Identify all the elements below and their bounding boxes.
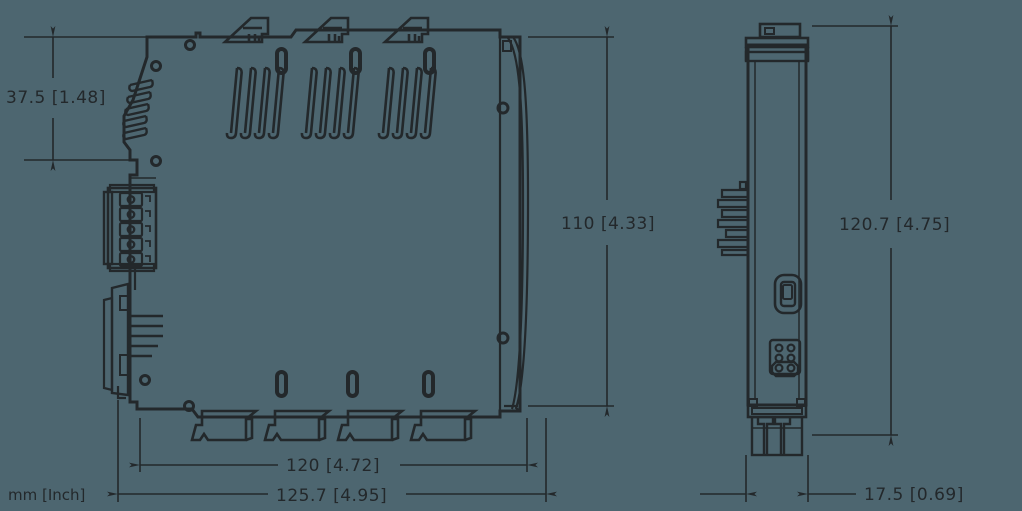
side-bottom-connector — [750, 415, 804, 457]
front-left-fins — [122, 78, 154, 141]
front-top-terminals — [221, 16, 430, 44]
side-top-cap — [744, 22, 810, 63]
front-bottom-terminals — [190, 409, 479, 442]
dim-label-side-width: 17.5 [0.69] — [864, 485, 964, 505]
front-din-clip — [102, 282, 163, 400]
dim-side-width — [700, 455, 856, 502]
dimension-lines — [24, 15, 898, 502]
dim-label-front-top-height: 37.5 [1.48] — [6, 88, 106, 108]
dim-front-inner-width — [129, 418, 538, 472]
front-bottom-slots — [275, 370, 435, 398]
dim-front-total-width — [107, 400, 557, 502]
units-label: mm [Inch] — [8, 486, 85, 504]
dim-side-height — [812, 15, 898, 446]
front-right-panel — [498, 30, 530, 417]
front-view — [102, 16, 530, 442]
dim-label-front-body-height: 110 [4.33] — [561, 214, 655, 234]
front-top-slots — [275, 47, 436, 75]
dim-label-front-total-width: 125.7 [4.95] — [276, 486, 387, 506]
front-terminal-block — [102, 177, 158, 290]
front-mounting-holes — [139, 39, 510, 412]
front-vent-slots — [225, 66, 437, 140]
dim-label-side-height: 120.7 [4.75] — [839, 215, 950, 235]
dim-label-front-inner-width: 120 [4.72] — [286, 456, 380, 476]
side-terminal-fins — [716, 180, 750, 257]
side-bottom-flange — [746, 398, 808, 419]
dim-front-top-height — [24, 26, 152, 171]
side-view — [716, 22, 810, 457]
front-body-outline — [122, 28, 522, 419]
front-panel-tab — [502, 40, 512, 52]
side-port-window — [773, 273, 803, 315]
side-pin-connector — [768, 338, 802, 378]
dim-front-body-height — [528, 26, 614, 417]
